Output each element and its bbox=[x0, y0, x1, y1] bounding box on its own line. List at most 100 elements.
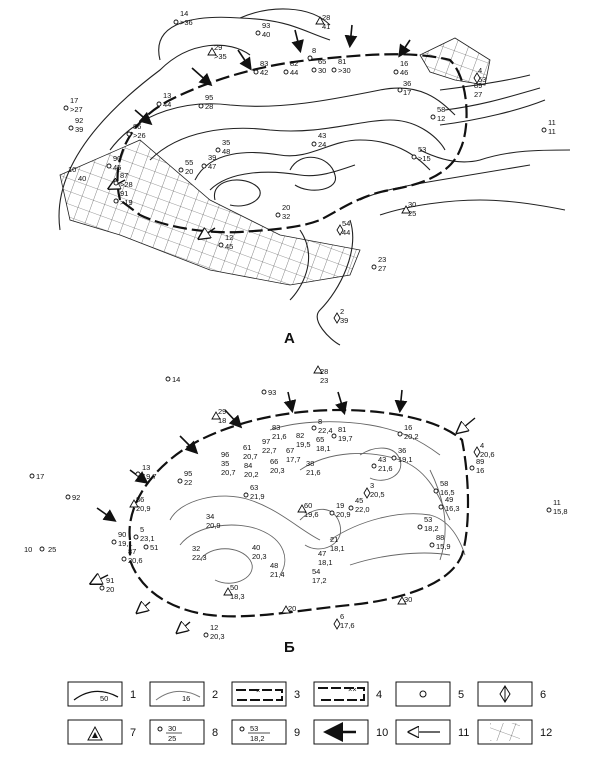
pt-a-12: 12 bbox=[225, 233, 233, 242]
map-b-markers bbox=[29, 365, 552, 638]
pt-a-65: 65 bbox=[318, 57, 326, 66]
pt-b-66: 66 bbox=[270, 457, 278, 466]
pt-a-91: 91 bbox=[120, 189, 128, 198]
pt-b-54-v: 17,2 bbox=[312, 576, 327, 585]
pt-b-51: 51 bbox=[150, 543, 158, 552]
pt-b-32-v: 22,3 bbox=[192, 553, 207, 562]
pt-b-50-v: 18,3 bbox=[230, 592, 245, 601]
pt-b-84: 84 bbox=[244, 461, 252, 470]
pt-a-86-v: >26 bbox=[133, 131, 146, 140]
legend: 50 1 16 2 × 3 ×× 4 5 bbox=[67, 681, 552, 745]
pt-b-45-v: 22,0 bbox=[355, 505, 370, 514]
contour-b bbox=[128, 408, 470, 618]
pt-b-89-v: 16 bbox=[476, 466, 484, 475]
pt-b-92: 92 bbox=[72, 493, 80, 502]
pt-b-35-v: 20,7 bbox=[221, 468, 236, 477]
legend-item-2: 16 2 bbox=[149, 681, 218, 707]
pt-b-86: 86 bbox=[136, 495, 144, 504]
pt-b-12: 12 bbox=[210, 623, 218, 632]
pt-a-16-v: 46 bbox=[400, 68, 408, 77]
pt-b-84-v: 20,2 bbox=[244, 470, 259, 479]
pt-b-28-v: 23 bbox=[320, 376, 328, 385]
pt-a-2-v: 39 bbox=[340, 316, 348, 325]
pt-a-17: 17 bbox=[70, 96, 78, 105]
pt-b-4: 4 bbox=[480, 441, 484, 450]
pt-b-4-v: 20,6 bbox=[480, 450, 495, 459]
panel-a-label: А bbox=[284, 330, 295, 347]
map-a-labels: 14 >36 93 40 28 41 29 >35 8 83 42 82 44 … bbox=[68, 9, 556, 325]
legend-3-x: × bbox=[256, 686, 260, 695]
pt-a-55-v: 20 bbox=[185, 167, 193, 176]
pt-a-16: 16 bbox=[400, 59, 408, 68]
pt-b-38: 38 bbox=[306, 459, 314, 468]
pt-b-83: 83 bbox=[272, 423, 280, 432]
legend-item-12: 12 bbox=[477, 719, 552, 745]
pt-b-97: 97 bbox=[262, 437, 270, 446]
pt-b-65-v: 18,1 bbox=[316, 444, 331, 453]
legend-8-top: 30 bbox=[168, 724, 176, 733]
pt-b-36: 36 bbox=[398, 446, 406, 455]
contour-a bbox=[116, 53, 468, 234]
pt-b-49: 49 bbox=[445, 495, 453, 504]
pt-a-23: 23 bbox=[378, 255, 386, 264]
pt-a-2: 2 bbox=[340, 307, 344, 316]
pt-b-11: 11 bbox=[553, 498, 561, 507]
pt-a-12-v: 45 bbox=[225, 242, 233, 251]
pt-b-30: 30 bbox=[404, 595, 412, 604]
legend-11-num: 11 bbox=[458, 727, 469, 739]
legend-2-sample: 16 bbox=[182, 694, 190, 703]
pt-a-13-v: 44 bbox=[163, 100, 171, 109]
pt-a-10-v: 40 bbox=[78, 174, 86, 183]
pt-b-19-v: 20,9 bbox=[336, 510, 351, 519]
pt-b-65: 65 bbox=[316, 435, 324, 444]
pt-a-23-v: 27 bbox=[378, 264, 386, 273]
pt-b-63: 63 bbox=[250, 483, 258, 492]
pt-a-4: 4 bbox=[478, 66, 482, 75]
pt-a-11: 11 bbox=[548, 118, 556, 127]
pt-a-89-v: 27 bbox=[474, 90, 482, 99]
legend-6-num: 6 bbox=[540, 689, 546, 701]
pt-a-30: 30 bbox=[408, 200, 416, 209]
legend-item-9: 53 18,2 9 bbox=[231, 719, 300, 745]
pt-b-82-v: 19,5 bbox=[296, 440, 311, 449]
pt-b-67: 67 bbox=[286, 446, 294, 455]
legend-item-11: 11 bbox=[395, 719, 469, 745]
legend-5-num: 5 bbox=[458, 689, 464, 701]
pt-b-16-v: 20,2 bbox=[404, 432, 419, 441]
pt-a-82-v: 44 bbox=[290, 68, 298, 77]
legend-9-bot: 18,2 bbox=[250, 734, 265, 743]
pt-a-53-v: >15 bbox=[418, 154, 431, 163]
pt-a-92: 92 bbox=[75, 116, 83, 125]
pt-a-65-v: 30 bbox=[318, 66, 326, 75]
pt-b-47-v: 18,1 bbox=[318, 558, 333, 567]
pt-b-48-v: 21,4 bbox=[270, 570, 285, 579]
pt-b-90-v: 19,1 bbox=[118, 539, 133, 548]
pt-a-14-v: >36 bbox=[180, 18, 193, 27]
pt-b-29-v: 18 bbox=[218, 416, 226, 425]
panel-b-label: Б bbox=[284, 639, 295, 656]
pt-a-20: 20 bbox=[282, 203, 290, 212]
pt-a-10: 10 bbox=[68, 165, 76, 174]
legend-8-bot: 25 bbox=[168, 734, 176, 743]
legend-10-num: 10 bbox=[376, 727, 388, 739]
legend-4-num: 4 bbox=[376, 689, 382, 701]
pt-a-8: 8 bbox=[312, 46, 316, 55]
legend-item-1: 50 1 bbox=[67, 681, 136, 707]
pt-a-90: 90 bbox=[113, 154, 121, 163]
pt-b-81-v: 19,7 bbox=[338, 434, 353, 443]
pt-a-93: 93 bbox=[262, 21, 270, 30]
pt-b-34-v: 20,9 bbox=[206, 521, 221, 530]
pt-b-48: 48 bbox=[270, 561, 278, 570]
pt-a-29: 29 bbox=[214, 43, 222, 52]
legend-item-4: ×× 4 bbox=[313, 681, 382, 707]
pt-a-39: 39 bbox=[208, 153, 216, 162]
hatch-area-ne bbox=[419, 37, 491, 86]
pt-b-13: 13 bbox=[142, 463, 150, 472]
legend-item-7: 7 bbox=[67, 719, 136, 745]
pt-b-47: 47 bbox=[318, 549, 326, 558]
pt-b-17: 17 bbox=[36, 472, 44, 481]
pt-b-40-v: 20,3 bbox=[252, 552, 267, 561]
map-a bbox=[58, 8, 571, 346]
pt-b-10-v: 25 bbox=[48, 545, 56, 554]
pt-b-90: 90 bbox=[118, 530, 126, 539]
